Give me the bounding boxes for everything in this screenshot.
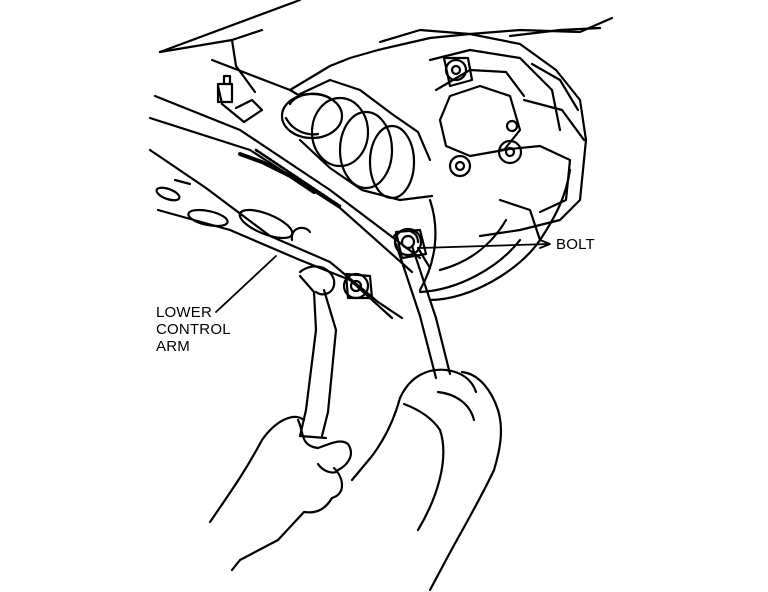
bolt-leader-line (419, 243, 549, 249)
lower-control-arm-label-line-2: CONTROL (156, 321, 231, 338)
lower-control-arm-nut (342, 272, 374, 300)
left-hand (208, 415, 353, 572)
strut-bracket (216, 74, 264, 124)
vehicle-underbody (158, 0, 614, 98)
lower-control-arm-label-line-1: LOWER (156, 304, 213, 321)
cv-joint-boot (280, 78, 434, 202)
lower-control-arm-label: LOWER CONTROL ARM (156, 304, 231, 355)
right-hand (350, 368, 503, 592)
brake-rotor (418, 168, 572, 302)
bolt-label: BOLT (556, 236, 595, 253)
lower-control-arm-leader-line (215, 255, 277, 313)
lower-control-arm-label-line-3: ARM (156, 338, 190, 355)
right-wrench (392, 229, 452, 380)
knuckle-and-caliper (378, 28, 588, 242)
leader-lines (215, 239, 551, 313)
lower-control-arm (148, 94, 422, 320)
